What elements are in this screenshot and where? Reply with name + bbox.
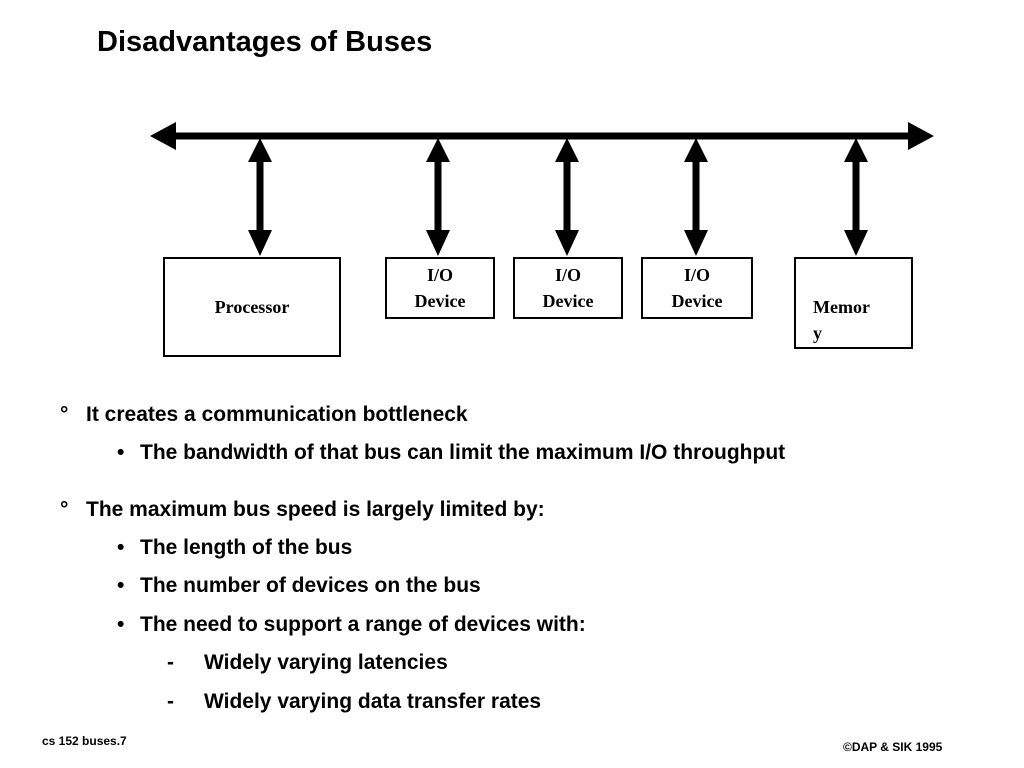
dot-bullet-marker: •: [117, 441, 125, 464]
sub-bullet-item: The length of the bus: [140, 536, 353, 559]
memory-label-line1: Memor: [813, 297, 870, 317]
io-device-box: I/O Device: [385, 257, 495, 319]
io-device-1-connection-arrow: [426, 138, 450, 256]
io-device-box: I/O Device: [641, 257, 753, 319]
sub-bullet-item: The number of devices on the bus: [140, 574, 481, 597]
dash-bullet-marker: -: [167, 690, 174, 713]
io-device-box: I/O Device: [513, 257, 623, 319]
memory-label-line2: y: [813, 323, 822, 343]
dash-bullet-marker: -: [167, 651, 174, 674]
memory-box: Memor y: [794, 257, 913, 349]
io-device-label-line1: I/O: [426, 265, 453, 285]
io-device-label-line2: Device: [671, 291, 723, 311]
processor-connection-arrow: [248, 138, 272, 256]
io-device-label-line1: I/O: [683, 265, 710, 285]
dot-bullet-marker: •: [117, 574, 125, 597]
sub-bullet-item: The bandwidth of that bus can limit the …: [140, 441, 786, 464]
footer-copyright: ©DAP & SIK 1995: [843, 740, 943, 754]
bullet-item: It creates a communication bottleneck: [86, 403, 468, 426]
dot-bullet-marker: •: [117, 536, 125, 559]
processor-box: Processor: [163, 257, 341, 357]
sub-sub-bullet-item: Widely varying data transfer rates: [204, 690, 542, 713]
memory-connection-arrow: [844, 138, 868, 256]
io-device-label-line2: Device: [414, 291, 466, 311]
io-device-3-connection-arrow: [684, 138, 708, 256]
sub-bullet-item: The need to support a range of devices w…: [140, 613, 586, 636]
degree-bullet-marker: °: [60, 403, 69, 426]
dot-bullet-marker: •: [117, 613, 125, 636]
degree-bullet-marker: °: [60, 498, 69, 521]
sub-sub-bullet-item: Widely varying latencies: [204, 651, 448, 674]
io-device-label-line2: Device: [542, 291, 594, 311]
bullet-item: The maximum bus speed is largely limited…: [86, 498, 545, 521]
footer-course-label: cs 152 buses.7: [42, 734, 127, 748]
system-bus-arrow: [150, 122, 934, 150]
bus-diagram: [150, 122, 934, 256]
io-device-label-line1: I/O: [554, 265, 581, 285]
processor-label: Processor: [214, 297, 290, 317]
io-device-2-connection-arrow: [555, 138, 579, 256]
slide-title: Disadvantages of Buses: [97, 26, 433, 58]
